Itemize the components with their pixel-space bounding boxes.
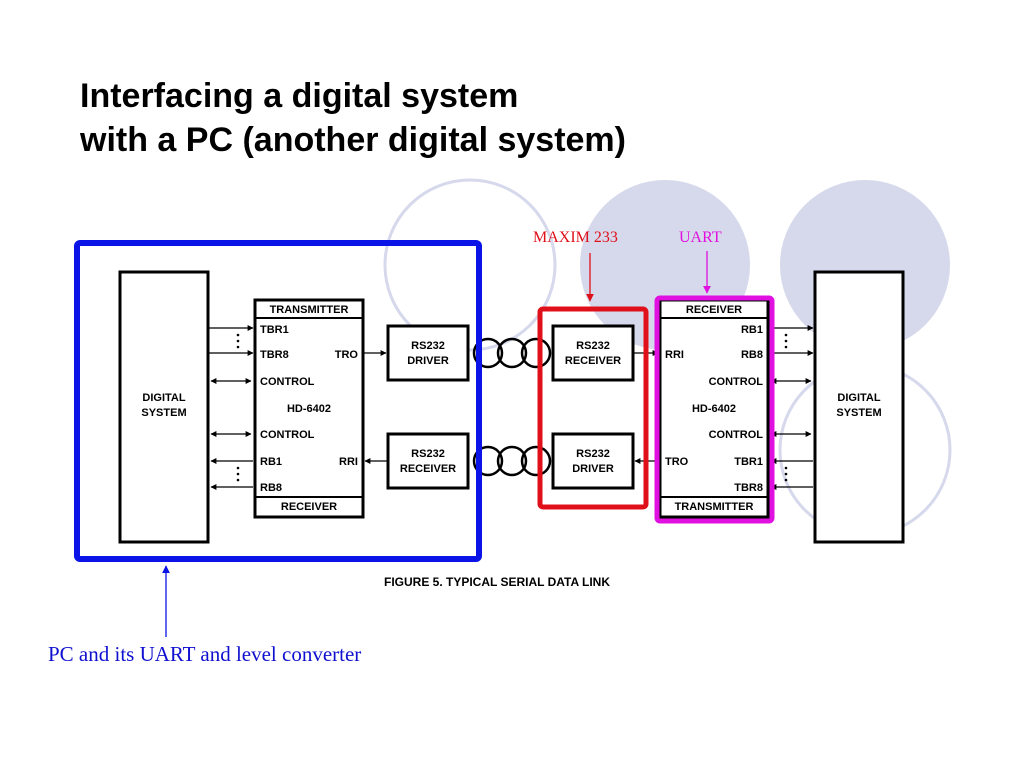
right-control-bottom-label: CONTROL	[709, 429, 764, 441]
left-uart-footer: RECEIVER	[281, 501, 337, 513]
right-bus-arrows	[769, 325, 814, 490]
right-receiver-label-2: RECEIVER	[565, 355, 621, 367]
left-rs232-driver: RS232 DRIVER	[386, 324, 470, 382]
left-internal-links	[363, 350, 388, 464]
slide-title-line-2: with a PC (another digital system)	[80, 121, 626, 159]
left-bus-dots	[236, 333, 240, 482]
left-tbr8-label: TBR8	[260, 349, 289, 361]
slide-title: Interfacing a digital system with a PC (…	[80, 74, 626, 162]
right-rri-label: RRI	[665, 349, 684, 361]
right-uart-footer: TRANSMITTER	[675, 501, 754, 513]
left-bus-arrows	[209, 325, 254, 490]
right-system-label-1: DIGITAL	[837, 392, 880, 404]
right-driver-label-1: RS232	[576, 448, 610, 460]
right-rb8-label: RB8	[741, 349, 763, 361]
right-control-top-label: CONTROL	[709, 376, 764, 388]
right-rs232-receiver: RS232 RECEIVER	[551, 324, 635, 382]
left-rb1-label: RB1	[260, 456, 282, 468]
left-digital-system: DIGITAL SYSTEM	[118, 270, 210, 544]
left-rb8-label: RB8	[260, 482, 282, 494]
serial-cable-top	[472, 337, 552, 369]
left-driver-label-2: DRIVER	[407, 355, 449, 367]
left-tro-label: TRO	[335, 349, 359, 361]
decor-ring-1	[383, 178, 557, 352]
slide-title-line-1: Interfacing a digital system	[80, 77, 519, 115]
left-tbr1-label: TBR1	[260, 324, 289, 336]
maxim-highlight-frame	[537, 306, 649, 510]
left-driver-label-1: RS232	[411, 340, 445, 352]
left-uart-block: TRANSMITTER RECEIVER TBR1 TBR8 TRO CONTR…	[253, 298, 365, 519]
left-receiver-label-1: RS232	[411, 448, 445, 460]
left-system-label-2: SYSTEM	[141, 407, 186, 419]
left-receiver-label-2: RECEIVER	[400, 463, 456, 475]
pc-highlight-frame	[74, 240, 482, 562]
pc-annotation: PC and its UART and level converter	[48, 642, 362, 666]
left-chip-label: HD-6402	[287, 403, 331, 415]
right-tbr1-label: TBR1	[734, 456, 763, 468]
maxim-annotation: MAXIM 233	[533, 229, 618, 246]
right-uart-header: RECEIVER	[686, 304, 742, 316]
left-control-bottom-label: CONTROL	[260, 429, 315, 441]
left-rs232-receiver: RS232 RECEIVER	[386, 432, 470, 490]
uart-annotation: UART	[679, 229, 722, 246]
right-receiver-label-1: RS232	[576, 340, 610, 352]
uart-highlight-frame	[654, 295, 775, 524]
right-rb1-label: RB1	[741, 324, 763, 336]
left-rri-label: RRI	[339, 456, 358, 468]
left-system-label-1: DIGITAL	[142, 392, 185, 404]
figure-caption: FIGURE 5. TYPICAL SERIAL DATA LINK	[384, 575, 610, 589]
right-chip-label: HD-6402	[692, 403, 736, 415]
right-tro-label: TRO	[665, 456, 689, 468]
right-rs232-driver: RS232 DRIVER	[551, 432, 635, 490]
serial-cable-bottom	[472, 445, 552, 477]
right-driver-label-2: DRIVER	[572, 463, 614, 475]
left-uart-header: TRANSMITTER	[270, 304, 349, 316]
right-digital-system: DIGITAL SYSTEM	[813, 270, 905, 544]
right-bus-dots	[784, 333, 788, 482]
right-tbr8-label: TBR8	[734, 482, 763, 494]
left-control-top-label: CONTROL	[260, 376, 315, 388]
right-uart-block: RECEIVER TRANSMITTER RB1 RRI RB8 CONTROL…	[658, 298, 770, 519]
right-system-label-2: SYSTEM	[836, 407, 881, 419]
